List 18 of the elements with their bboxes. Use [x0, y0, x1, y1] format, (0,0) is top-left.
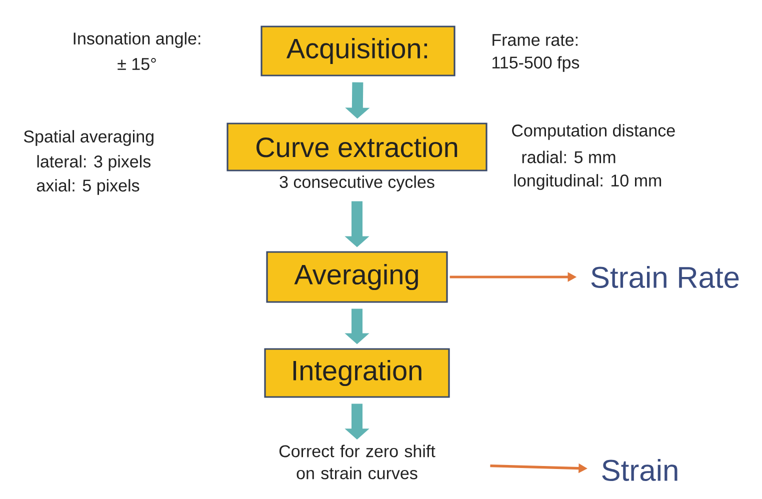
annotation: Computation distance — [512, 124, 675, 140]
process-box: Acquisition: — [260, 26, 456, 76]
annotation: longitudinal: 10 mm — [514, 174, 662, 190]
node-label: 3 consecutive cycles — [280, 176, 434, 192]
annotation: 115-500 fps — [492, 56, 580, 72]
result-text: Strain — [602, 459, 678, 482]
annotation: Frame rate: — [492, 34, 578, 46]
step-text: Correct for zero shift on strain curves — [279, 444, 436, 480]
annotation: Insonation angle: — [74, 32, 200, 48]
annotation: axial: 5 pixels — [36, 179, 140, 195]
process-box: Integration — [264, 348, 450, 398]
process-box: Averaging — [266, 251, 448, 303]
process-box: Curve extraction — [226, 122, 488, 172]
annotation: lateral: 3 pixels — [37, 155, 151, 171]
annotation: radial: 5 mm — [522, 150, 616, 164]
annotation: ± 15° — [118, 58, 156, 70]
result-text: Strain Rate — [591, 266, 739, 288]
annotation: Spatial averaging — [24, 130, 154, 146]
